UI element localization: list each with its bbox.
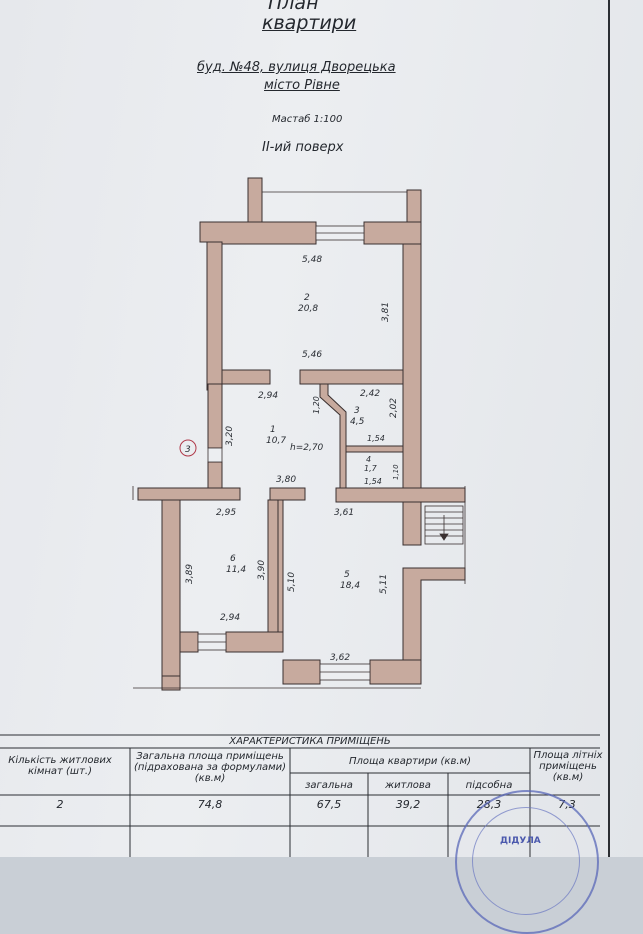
dim-label: 2,95	[216, 508, 236, 518]
dim-label: 1,20	[312, 396, 321, 414]
plan-title: План	[268, 0, 319, 14]
dim-label: 3,62	[330, 653, 350, 663]
wall-segment	[299, 369, 404, 385]
dim-label: 1,54	[367, 434, 385, 443]
wall-segment	[161, 499, 181, 691]
room-area: 10,7	[266, 436, 286, 446]
wall-segment	[369, 659, 422, 685]
dim-label: 5,10	[287, 572, 297, 592]
wall-segment	[207, 461, 223, 489]
wall-segment	[225, 631, 284, 653]
wall-segment	[267, 499, 284, 633]
wall-segment	[319, 383, 347, 489]
wall-segment	[199, 221, 317, 245]
section-marker	[179, 439, 197, 457]
wall-segment	[363, 221, 422, 245]
window	[207, 447, 223, 463]
col-area-aux: підсобна	[465, 780, 513, 791]
wall-segment	[345, 445, 404, 453]
dim-label: 3,20	[225, 426, 235, 446]
dim-label: 3,81	[381, 302, 391, 322]
floor-label: ІІ-ий поверх	[262, 140, 344, 155]
wall-segment	[207, 383, 223, 449]
wall-segment	[335, 487, 466, 503]
dim-label: 2,02	[389, 398, 399, 418]
dim-label: 1,10	[392, 464, 400, 480]
val-rooms: 2	[56, 798, 64, 811]
room-number: 6	[230, 554, 236, 564]
dim-label: 3,90	[257, 560, 267, 580]
table-title: ХАРАКТЕРИСТИКА ПРИМІЩЕНЬ	[229, 736, 391, 747]
wall-segment	[282, 659, 321, 685]
room-number: 3	[354, 406, 360, 416]
wall-segment	[269, 487, 306, 501]
dim-label: 2,94	[258, 391, 278, 401]
document-page	[0, 0, 643, 857]
ceiling-height: h=2,70	[290, 443, 324, 453]
room-number: 2	[304, 293, 310, 303]
room-area: 18,4	[340, 581, 360, 591]
frame-border	[608, 0, 610, 857]
dim-label: 2,42	[360, 389, 380, 399]
room-number: 4	[366, 455, 371, 464]
wall-segment	[402, 501, 422, 546]
address-line-1: буд. №48, вулиця Дворецька	[197, 60, 396, 75]
marker-label: 3	[185, 445, 191, 455]
dim-label: 5,48	[302, 255, 322, 265]
col-summer-header: Площа літніх приміщень (кв.м)	[533, 750, 603, 783]
dim-label: 2,94	[220, 613, 240, 623]
wall-segment	[161, 675, 181, 691]
val-total-calc: 74,8	[197, 798, 223, 811]
dim-label: 1,54	[364, 477, 382, 486]
staircase	[424, 505, 464, 545]
official-stamp-inner	[472, 807, 580, 915]
floor-plan: 3 5,48 2 20,8 5,46 3,81 2,94 1 10,7 h=2,…	[0, 177, 600, 857]
room-number: 5	[344, 570, 350, 580]
col-rooms-header: Кількість житлових кімнат (шт.)	[8, 755, 112, 777]
room-area: 11,4	[226, 565, 246, 575]
dim-label: 5,46	[302, 350, 322, 360]
dim-label: 3,80	[276, 475, 296, 485]
wall-segment	[402, 567, 466, 673]
scale-label: Мастаб 1:100	[272, 114, 343, 125]
wall-segment	[179, 631, 199, 653]
dim-label: 5,11	[379, 574, 389, 594]
dim-label: 3,89	[185, 564, 195, 584]
val-total: 67,5	[316, 798, 342, 811]
dim-label: 3,61	[334, 508, 354, 518]
wall-segment	[221, 369, 271, 385]
col-total-calc-header: Загальна площа приміщень (підрахована за…	[133, 751, 287, 784]
col-area-living: житлова	[385, 780, 431, 791]
room-number: 1	[270, 425, 276, 435]
address-line-2: місто Рівне	[264, 78, 340, 93]
apartment-title: квартири	[262, 12, 357, 34]
stamp-text: ДІДУЛА	[500, 836, 541, 846]
col-area-header: Площа квартири (кв.м)	[349, 756, 471, 767]
wall-segment	[137, 487, 241, 501]
room-area: 1,7	[364, 464, 378, 473]
col-area-total: загальна	[305, 780, 353, 791]
wall-segment	[206, 241, 223, 391]
room-area: 4,5	[350, 417, 365, 427]
val-living: 39,2	[395, 798, 421, 811]
room-area: 20,8	[298, 304, 318, 314]
wall-segment	[402, 243, 422, 491]
